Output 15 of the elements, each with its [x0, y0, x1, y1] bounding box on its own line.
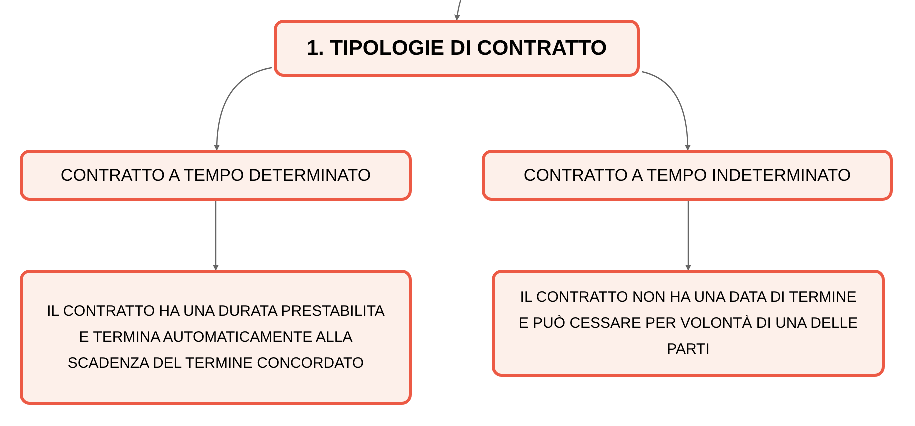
node-text: 1. TIPOLOGIE DI CONTRATTO — [306, 36, 608, 62]
rounded-box — [482, 150, 893, 201]
arrow — [642, 71, 691, 151]
rounded-box — [492, 270, 885, 377]
rounded-box — [20, 270, 412, 405]
node-text: CONTRATTO A TEMPO DETERMINATO — [60, 164, 372, 187]
node-text: IL CONTRATTO HA UNA DURATA PRESTABILITA E TERMINA AUTOMATICAMENTE ALLA SCADENZA DEL TERMINE CONCORDATO — [46, 302, 386, 374]
arrow — [214, 67, 272, 151]
rounded-box — [274, 20, 640, 77]
rounded-box — [20, 150, 412, 201]
node-text: IL CONTRATTO NON HA UNA DATA DI TERMINE E PUÒ CESSARE PER VOLONTÀ DI UNA DELLE PARTI — [518, 288, 860, 360]
node-text: CONTRATTO A TEMPO INDETERMINATO — [522, 164, 852, 187]
arrow — [213, 201, 219, 271]
arrow — [686, 201, 692, 271]
arrow — [454, 0, 462, 21]
